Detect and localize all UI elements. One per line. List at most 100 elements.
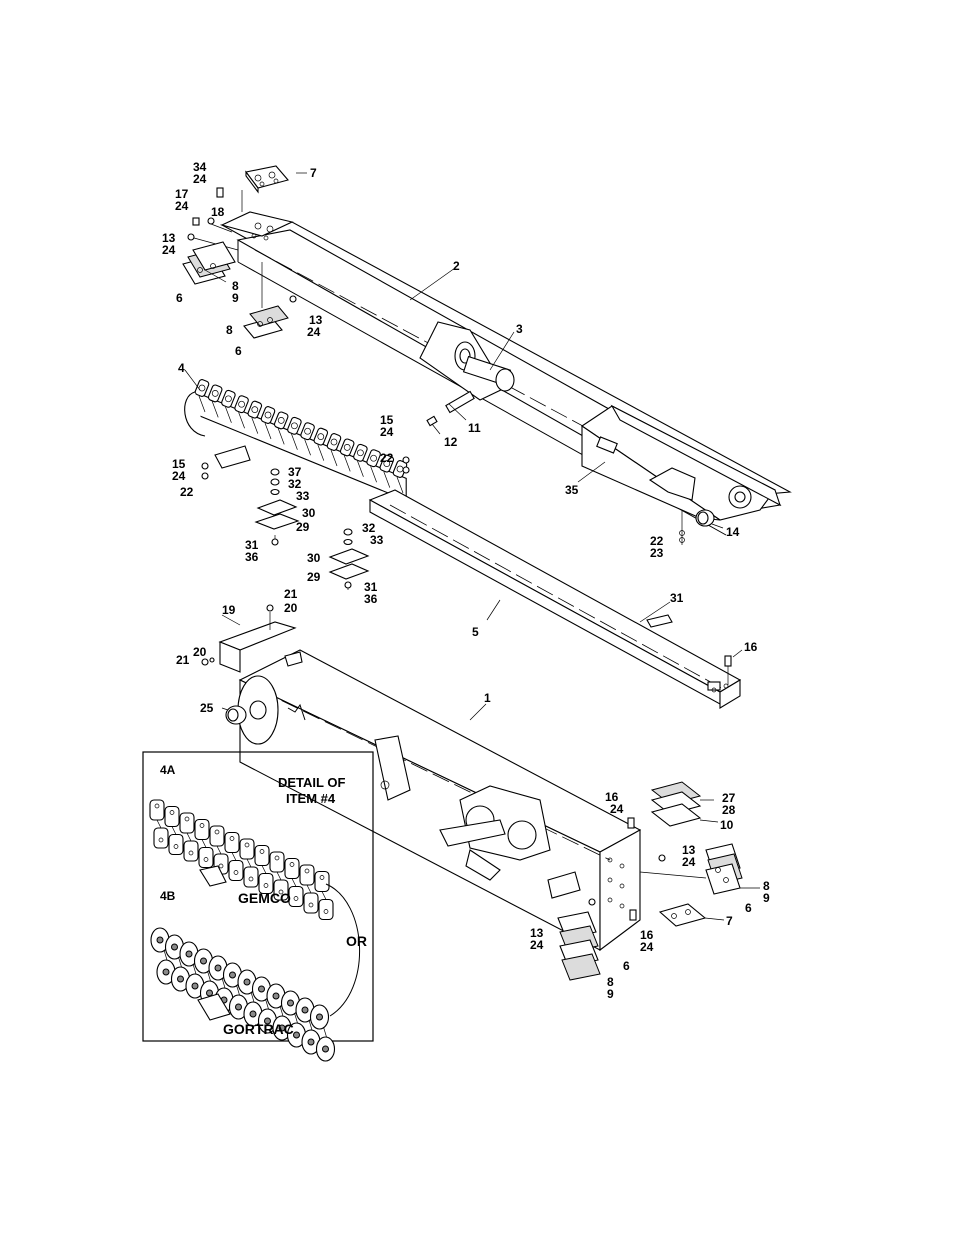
callout: 7 [726,914,733,928]
callout: 6 [235,344,242,358]
callout: 15 [380,413,394,427]
callout: 6 [176,291,183,305]
chain-link [339,438,355,457]
gortrac-chain-drawing [150,927,336,1062]
callout: 34 [193,160,207,174]
callout: 8 [232,279,239,293]
callout: 13 [530,926,544,940]
callout: 29 [307,570,321,584]
callout: 28 [722,803,736,817]
callout: 35 [565,483,579,497]
chain-link [366,449,381,468]
detail-item-4-box [142,751,374,1062]
callout: 24 [682,855,696,869]
pin-11 [445,390,475,414]
cable-chain-4 [184,379,408,502]
callout: 3 [516,322,523,336]
gortrac-label: GORTRAC [223,1021,294,1037]
detail-title-line2: ITEM #4 [286,791,336,806]
gemco-link [269,851,285,873]
callout: 1 [484,691,491,705]
chain-link [353,443,368,462]
detail-title-line1: DETAIL OF [278,775,345,790]
callout: 9 [232,291,239,305]
callout: 20 [193,645,207,659]
gemco-link [194,818,210,841]
callout: 16 [605,790,619,804]
callout: 36 [364,592,378,606]
callout: 8 [226,323,233,337]
callout: 36 [245,550,259,564]
callout: 22 [650,534,664,548]
variant-4a-label: 4A [160,763,176,777]
callout: 20 [284,601,298,615]
chain-link [326,433,342,451]
callout: 15 [172,457,186,471]
gemco-link [284,857,300,880]
callout: 24 [380,425,394,439]
boom-section-1 [201,604,642,952]
callout: 24 [162,243,176,257]
callout: 33 [296,489,310,503]
callout: 7 [310,166,317,180]
callout: 27 [722,791,736,805]
gemco-link [149,799,165,821]
callout: 24 [193,172,207,186]
callout: 24 [307,325,321,339]
callout: 8 [763,879,770,893]
callout: 30 [302,506,316,520]
chain-link [260,406,276,424]
callout: 16 [744,640,758,654]
callout: 24 [175,199,189,213]
callout: 22 [180,485,194,499]
callout: 24 [172,469,186,483]
chain-link [300,422,315,441]
callout: 13 [682,843,696,857]
chain-link [273,411,289,430]
gemco-link [254,844,270,867]
chain-link [221,389,236,408]
callout: 32 [362,521,376,535]
callout: 24 [530,938,544,952]
callout: 6 [623,959,630,973]
callout: 21 [284,587,298,601]
callout: 17 [175,187,189,201]
callout: 8 [607,975,614,989]
gemco-link [164,805,180,828]
callout: 33 [370,533,384,547]
callout: 22 [380,451,394,465]
chain-link [247,400,263,419]
chain-link [379,454,395,473]
variant-4b-label: 4B [160,889,176,903]
callout: 21 [176,653,190,667]
callout: 11 [468,421,481,435]
callout: 9 [763,891,770,905]
chain-mount-hardware [201,445,410,590]
callout: 4 [178,361,185,375]
upper-left-hardware [182,165,297,339]
callout: 31 [364,580,378,594]
pin-12 [426,415,438,427]
detail-labels: DETAIL OF ITEM #4 4A 4B GEMCO OR GORTRAC [160,763,367,1037]
gemco-label: GEMCO [238,890,291,906]
callout: 24 [610,802,624,816]
callout: 9 [607,987,614,1001]
cylinder-mount-3 [419,321,515,401]
callout: 30 [307,551,321,565]
callout: 25 [200,701,214,715]
or-label: OR [346,933,367,949]
chain-link [234,395,249,414]
callout: 32 [288,477,302,491]
callout: 6 [745,901,752,915]
callout: 10 [720,818,734,832]
gemco-link [224,831,240,854]
chain-link [313,427,329,446]
gemco-link [209,825,225,847]
leader-lines [184,172,760,921]
callout: 19 [222,603,236,617]
gemco-chain-drawing [149,799,334,921]
callout-labels: 34 24 7 17 24 18 13 24 2 8 9 6 8 13 24 6… [162,160,770,1001]
callout: 2 [453,259,460,273]
callout: 29 [296,520,310,534]
chain-link [207,384,223,403]
